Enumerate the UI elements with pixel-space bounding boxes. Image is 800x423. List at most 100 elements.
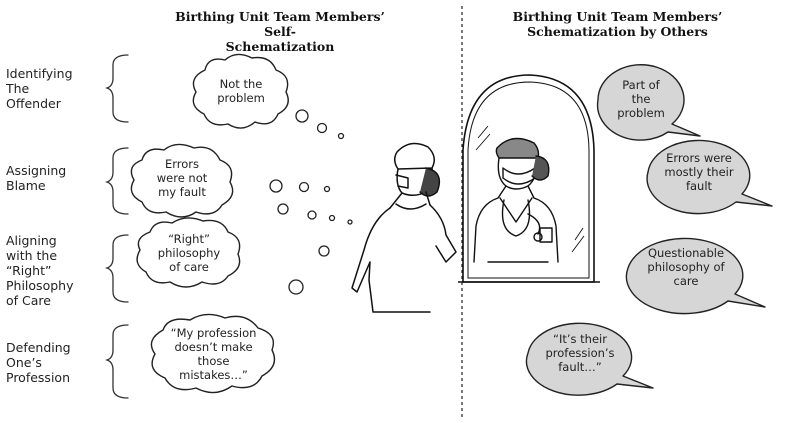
thought-cloud-1 xyxy=(192,53,289,129)
speech-line: “It’s their xyxy=(553,332,607,346)
mirror xyxy=(458,74,600,283)
thought-line: were not xyxy=(156,171,208,185)
thought-cloud-3 xyxy=(136,217,241,288)
reflection-stethoscope-head xyxy=(533,232,543,242)
row-label-line: Blame xyxy=(6,178,46,193)
figure-self xyxy=(351,142,457,313)
speech-bubbles xyxy=(525,64,773,396)
reflection-collar xyxy=(499,197,533,223)
bracket-row-2 xyxy=(104,147,129,215)
speech-text-2: Errors were mostly their fault xyxy=(648,151,750,193)
bracket-row-1 xyxy=(104,54,129,123)
thought-dot xyxy=(277,203,289,215)
reflection-pocket xyxy=(539,227,553,243)
row-label-assigning-blame: Assigning Blame xyxy=(6,163,106,193)
row-label-line: Profession xyxy=(6,370,70,385)
thought-dot xyxy=(337,132,345,140)
row-label-line: Assigning xyxy=(6,163,67,178)
thought-line: philosophy xyxy=(157,246,221,260)
heading-others-schematization: Birthing Unit Team Members’ Schematizati… xyxy=(505,9,730,39)
thought-dot xyxy=(269,179,283,193)
speech-bubble-3 xyxy=(625,237,766,315)
row-label-identifying-offender: Identifying The Offender xyxy=(6,66,106,111)
thought-clouds xyxy=(130,53,289,394)
figure-self-body xyxy=(351,204,457,313)
figure-self-hair xyxy=(419,167,441,197)
thought-dot xyxy=(295,109,309,123)
reflection-hair xyxy=(531,155,550,181)
speech-line: profession’s xyxy=(545,346,615,360)
row-label-line: One’s xyxy=(6,355,42,370)
thought-dot xyxy=(307,210,317,220)
row-label-line: Identifying xyxy=(6,66,73,81)
speech-text-3: Questionable philosophy of care xyxy=(628,246,744,288)
mirror-inner-frame xyxy=(467,81,590,279)
speech-line: Errors were xyxy=(666,151,732,165)
thought-dot xyxy=(316,122,328,134)
thought-line: doesn’t make xyxy=(174,340,253,354)
speech-bubble-2 xyxy=(646,139,773,215)
heading-self-line2: Schematization xyxy=(225,39,335,54)
bracket-row-4 xyxy=(104,324,129,399)
thought-dot xyxy=(323,185,331,193)
figure-reflection xyxy=(473,137,559,263)
speech-line: problem xyxy=(617,106,665,120)
thought-line: of care xyxy=(169,260,209,274)
bracket-row-3 xyxy=(104,234,129,303)
row-label-line: Philosophy xyxy=(6,278,74,293)
thought-line: “My profession xyxy=(170,326,257,340)
speech-line: care xyxy=(673,274,699,288)
row-label-line: “Right” xyxy=(6,263,52,278)
thought-dot xyxy=(328,214,336,222)
speech-line: mostly their xyxy=(664,165,734,179)
speech-bubble-4 xyxy=(525,322,654,396)
reflection-mask xyxy=(502,167,536,185)
row-label-line: of Care xyxy=(6,293,51,308)
row-label-line: Offender xyxy=(6,96,61,111)
mirror-frame xyxy=(462,74,595,283)
thought-dot xyxy=(298,181,310,193)
thought-text-1: Not the problem xyxy=(196,77,286,105)
thought-text-2: Errors were not my fault xyxy=(134,157,230,199)
thought-dots xyxy=(269,109,353,295)
figure-self-mask xyxy=(395,174,409,189)
thought-line: my fault xyxy=(158,185,206,199)
thought-dot xyxy=(347,219,353,225)
heading-self-line1: Birthing Unit Team Members’ Self- xyxy=(175,9,385,39)
row-label-aligning-philosophy: Aligning with the “Right” Philosophy of … xyxy=(6,233,106,308)
thought-cloud-2 xyxy=(130,143,234,218)
heading-others-line1: Birthing Unit Team Members’ xyxy=(512,9,723,24)
reflection-stethoscope xyxy=(501,199,541,237)
figure-self-neck xyxy=(389,191,431,209)
speech-line: philosophy of xyxy=(647,260,725,274)
thought-line: Errors xyxy=(164,157,200,171)
speech-line: the xyxy=(631,92,651,106)
thought-dot xyxy=(288,279,304,295)
thought-text-4: “My profession doesn’t make those mistak… xyxy=(155,326,272,382)
reflection-shoulders xyxy=(473,185,559,263)
row-label-defending-profession: Defending One’s Profession xyxy=(6,340,106,385)
row-label-line: Defending xyxy=(6,340,71,355)
speech-text-4: “It’s their profession’s fault…” xyxy=(528,332,632,374)
thought-line: Not the xyxy=(219,77,263,91)
speech-text-1: Part of the problem xyxy=(596,78,686,120)
speech-line: fault…” xyxy=(558,360,602,374)
thought-line: “Right” xyxy=(168,232,210,246)
thought-cloud-4 xyxy=(150,313,276,394)
speech-line: Questionable xyxy=(647,246,725,260)
thought-line: problem xyxy=(217,91,265,105)
row-label-line: Aligning xyxy=(6,233,57,248)
bracket-group xyxy=(104,54,129,399)
figure-self-cap xyxy=(394,142,435,170)
thought-line: mistakes…” xyxy=(179,368,248,382)
reflection-cap xyxy=(495,137,540,159)
row-label-line: The xyxy=(6,81,30,96)
row-label-line: with the xyxy=(6,248,58,263)
thought-dot xyxy=(318,245,330,257)
thought-text-3: “Right” philosophy of care xyxy=(140,232,238,274)
speech-line: fault xyxy=(685,179,713,193)
thought-line: those xyxy=(197,354,230,368)
figure-self-collar xyxy=(395,203,427,210)
speech-line: Part of xyxy=(622,78,660,92)
